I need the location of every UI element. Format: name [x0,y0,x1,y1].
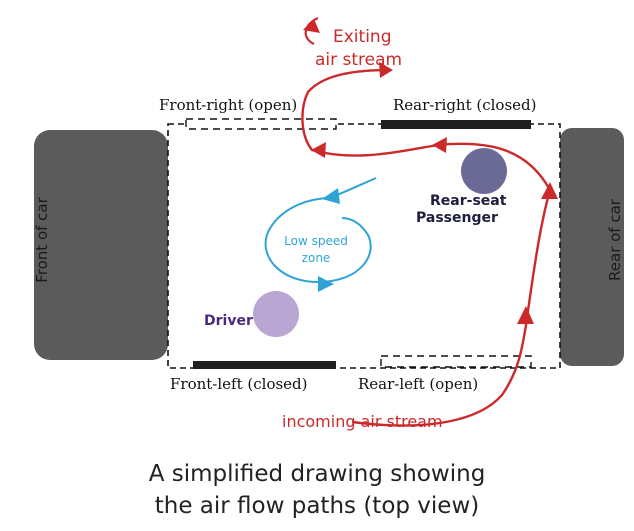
passenger-label-line1: Rear-seat [430,193,507,209]
front-right-label: Front-right (open) [159,96,297,114]
air-stream-arrowhead-right [432,137,447,153]
passenger-label-line2: Passenger [416,210,498,226]
front-left-window-closed [193,361,336,369]
car-cabin-outline [167,123,561,369]
low-speed-swirl [264,197,372,284]
driver-label: Driver [204,313,253,329]
low-speed-arrowhead-bottom [318,276,334,292]
low-speed-label-line1: Low speed [284,234,348,248]
air-stream-arrowhead-left [517,306,534,324]
front-left-label: Front-left (closed) [170,375,308,393]
air-stream-arrowhead-rear [541,182,558,199]
caption-line2: the air flow paths (top view) [154,493,480,519]
figure-caption: A simplified drawing showing the air flo… [0,458,634,522]
exiting-label-line2: air stream [315,50,402,70]
incoming-label: incoming air stream [282,412,443,431]
rear-left-label: Rear-left (open) [358,375,478,393]
low-speed-label-line2: zone [302,251,331,265]
front-of-car-label: Front of car [33,196,51,282]
exiting-swoop [304,16,319,45]
air-stream-arrowhead-front-right [311,142,326,158]
low-speed-arrowhead-top [322,188,340,204]
rear-right-window-closed [381,120,531,129]
exiting-label-line1: Exiting [333,27,391,47]
rear-right-label: Rear-right (closed) [393,96,537,114]
air-stream-arrowhead-exit [379,62,393,78]
passenger-circle [461,148,507,194]
air-stream-path [301,68,552,427]
caption-line1: A simplified drawing showing [148,461,486,487]
exiting-swoop-arrowhead [303,19,320,33]
rear-of-car-label: Rear of car [606,198,624,281]
front-right-window-open [185,118,337,130]
rear-of-car-block [560,128,624,366]
front-of-car-block [34,130,168,360]
rear-left-window-open [380,355,532,368]
driver-circle [253,291,299,337]
